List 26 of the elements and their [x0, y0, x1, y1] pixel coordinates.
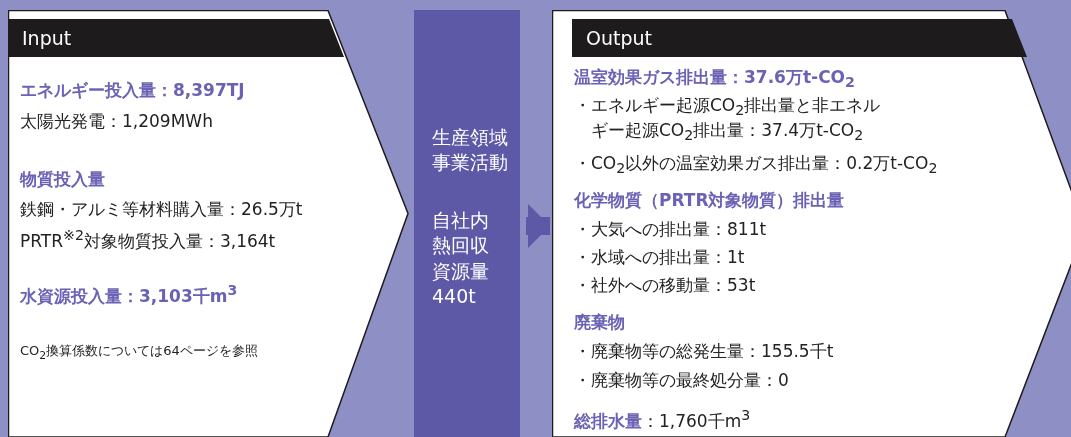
arrow [526, 204, 550, 248]
section-heading: 水資源投入量：3,103千m$^{3}$ [20, 282, 238, 307]
item-text: 総排水量：1,760千m$^{3}$ [574, 407, 751, 432]
item-text: ・廃棄物等の最終処分量：0 [574, 370, 789, 392]
item-text: ・廃棄物等の総発生量：155.5千t [574, 341, 834, 363]
section-heading: 廃棄物 [574, 312, 625, 334]
item-text: 鉄鋼・アルミ等材料購入量：26.5万t [20, 199, 303, 221]
input-panel [8, 10, 410, 437]
bullet-item: ・エネルギー起源CO$_{2}$排出量と非エネルギー起源CO$_{2}$排出量：37.4万t-CO$_{2}$ [574, 95, 882, 146]
section-heading: 物質投入量 [20, 169, 105, 191]
bullet-item: ・CO$_{2}$以外の温室効果ガス排出量：0.2万t-CO$_{2}$ [574, 153, 939, 179]
section-heading: 化学物質（PRTR対象物質）排出量 [574, 190, 845, 212]
band-text: 生産領域事業活動 [432, 125, 509, 176]
item-text: PRTR$^{※2}$対象物質投入量：3,164t [20, 227, 276, 252]
section-heading: 温室効果ガス排出量：37.6万t-CO$_{2}$ [574, 67, 855, 93]
item-text: ・水域への排出量：1t [574, 247, 745, 269]
process-band [414, 10, 520, 437]
panel-header: Input [8, 19, 344, 57]
footnote: CO$_{2}$換算係数については64ページを参照 [20, 343, 258, 363]
section-heading: エネルギー投入量：8,397TJ [20, 80, 245, 102]
item-text: ・大気への排出量：811t [574, 219, 767, 241]
item-text: ・社外への移動量：53t [574, 275, 756, 297]
item-text: 太陽光発電：1,209MWh [20, 111, 213, 133]
panel-header: Output [572, 19, 1027, 57]
band-text: 自社内熱回収資源量440t [432, 208, 490, 309]
output-panel [552, 10, 1071, 437]
